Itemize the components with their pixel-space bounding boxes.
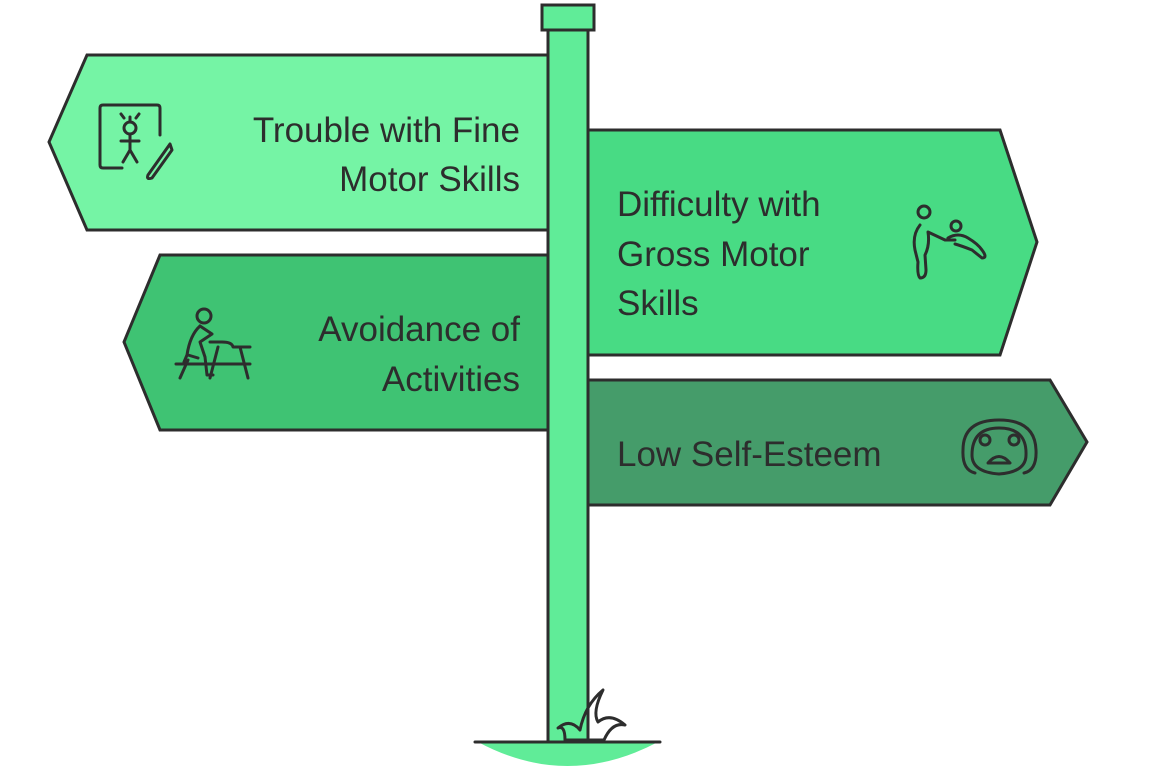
sign-label-line: Trouble with Fine — [253, 111, 520, 150]
ground — [478, 742, 658, 766]
sign-fine-motor: Trouble with Fine Motor Skills — [47, 53, 550, 232]
sign-label-line: Skills — [617, 284, 699, 323]
sign-label-line: Difficulty with — [617, 185, 821, 224]
sign-label-line: Motor Skills — [339, 160, 520, 199]
sign-gross-motor: Difficulty with Gross Motor Skills — [586, 128, 1039, 357]
post — [546, 28, 590, 744]
sign-label-line: Gross Motor — [617, 235, 810, 274]
sign-avoidance: Avoidance of Activities — [122, 253, 550, 432]
person-at-desk-icon — [174, 307, 252, 380]
child-drawing-icon — [98, 103, 174, 181]
sign-self-esteem: Low Self-Esteem — [586, 378, 1089, 507]
post-cap — [540, 3, 596, 32]
grass-icon — [556, 688, 627, 742]
sad-face-icon — [961, 418, 1038, 476]
sign-label-line: Avoidance of — [318, 310, 520, 349]
sign-label-line: Low Self-Esteem — [617, 435, 882, 474]
adult-helping-child-icon — [912, 204, 987, 280]
sign-label-line: Activities — [382, 360, 520, 399]
